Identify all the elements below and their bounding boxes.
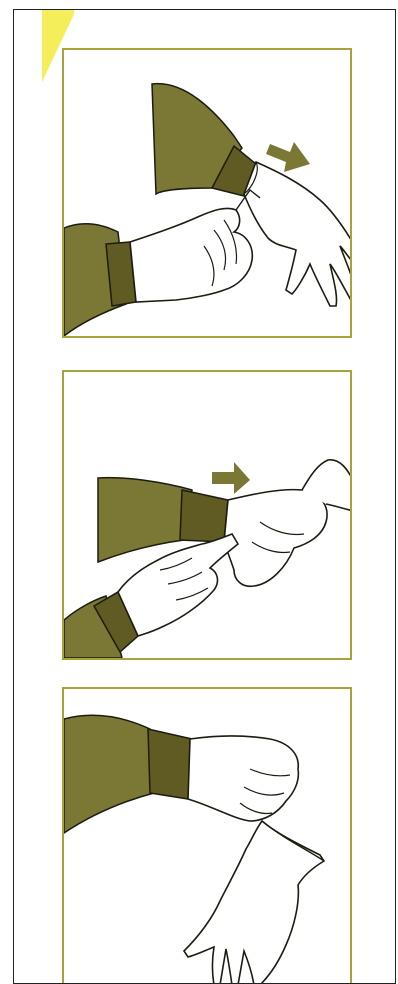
peeled-glove xyxy=(184,821,324,984)
sleeve xyxy=(64,715,154,833)
direction-arrow xyxy=(212,462,250,494)
upper-glove xyxy=(244,162,350,306)
bare-hand xyxy=(188,736,298,821)
upper-cuff xyxy=(180,490,228,542)
panel-step-2 xyxy=(62,370,352,660)
upper-hand xyxy=(224,490,327,587)
figure-frame xyxy=(13,9,396,984)
upper-sleeve xyxy=(98,478,192,562)
panel-step-3 xyxy=(62,687,352,984)
direction-arrow xyxy=(266,142,310,172)
panel-step-1 xyxy=(62,48,352,338)
cuff xyxy=(148,729,192,799)
lower-glove xyxy=(130,208,252,302)
